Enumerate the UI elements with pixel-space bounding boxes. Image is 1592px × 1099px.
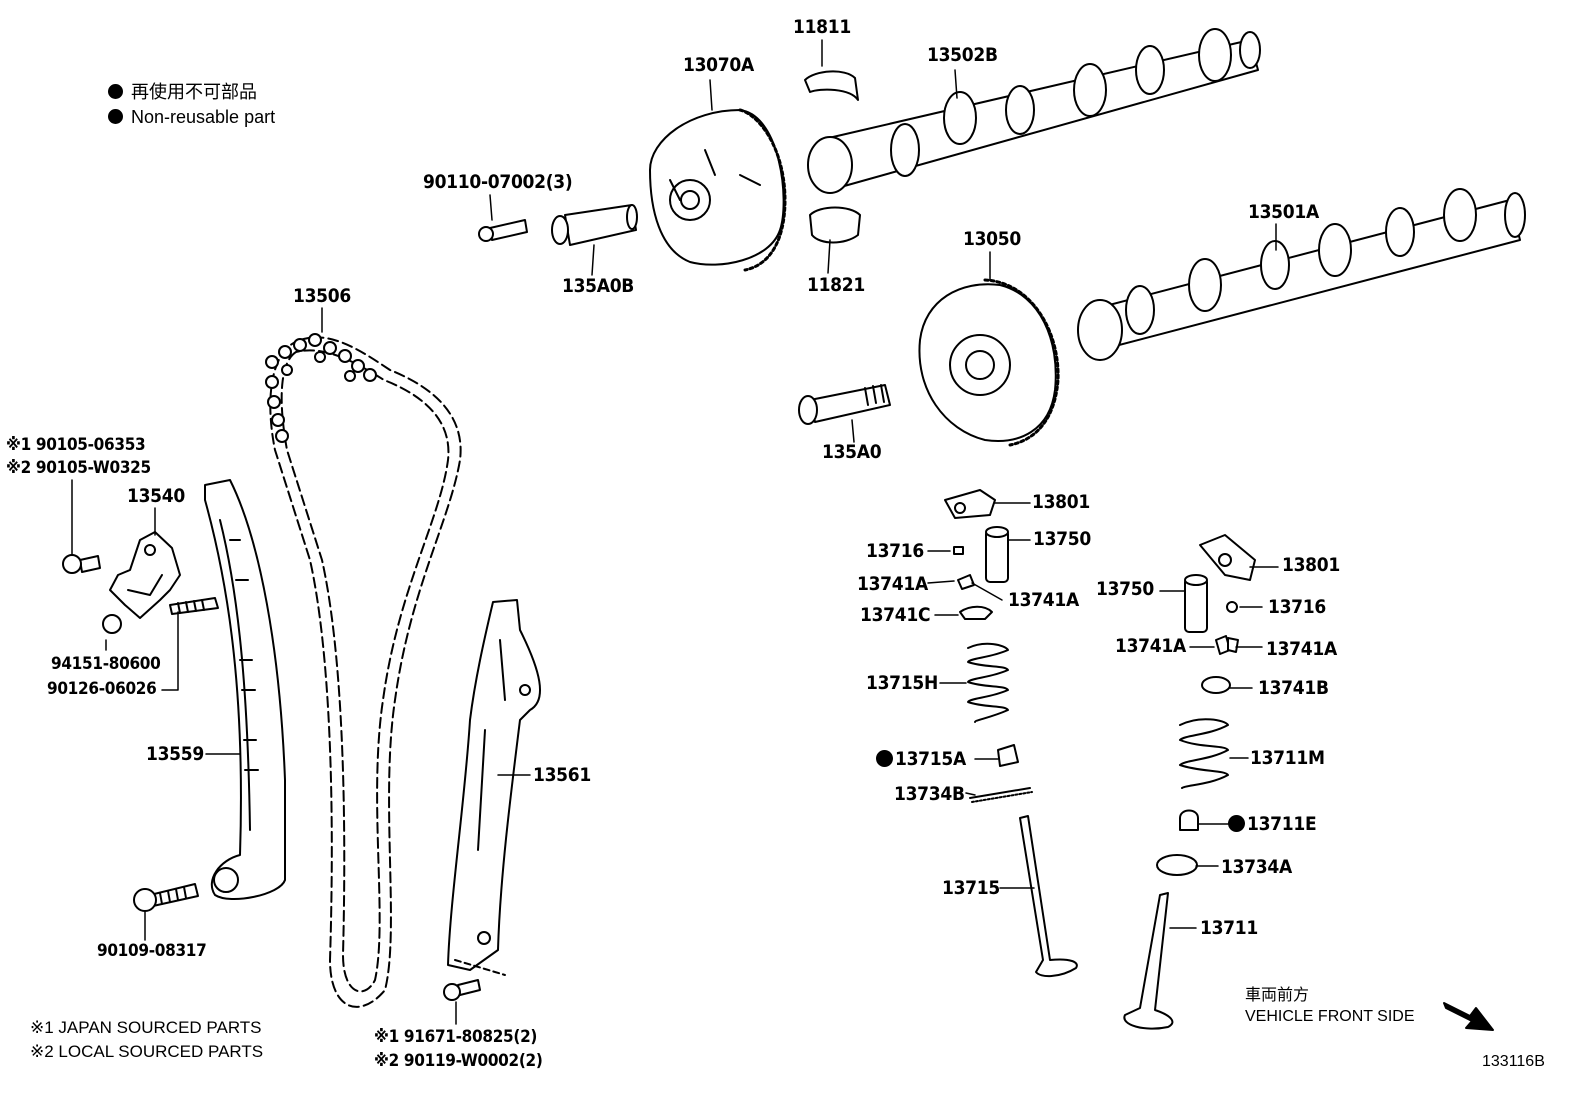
non-reusable-dot-icon [1228, 815, 1245, 832]
label-135A0B[interactable]: 135A0B [562, 275, 635, 297]
label-13741A-1[interactable]: 13741A [857, 573, 928, 595]
label-13050[interactable]: 13050 [963, 228, 1021, 250]
label-13750-right[interactable]: 13750 [1096, 578, 1154, 600]
bolt-90105[interactable] [62, 554, 101, 574]
lash-adjuster-right[interactable] [1184, 574, 1208, 633]
label-13711[interactable]: 13711 [1200, 917, 1258, 939]
label-13801-right[interactable]: 13801 [1282, 554, 1340, 576]
leader-lines [71, 39, 1279, 1025]
legend-en: Non-reusable part [108, 108, 275, 126]
valve-spring-right[interactable] [1179, 718, 1229, 789]
label-13734A[interactable]: 13734A [1221, 856, 1292, 878]
label-90110-07002[interactable]: 90110-07002(3) [423, 171, 573, 193]
front-direction-arrow-icon [1443, 1002, 1494, 1031]
chain-guide[interactable] [447, 599, 542, 976]
nut-94151[interactable] [102, 614, 122, 634]
label-13741A-4[interactable]: 13741A [1266, 638, 1337, 660]
label-90119-W0002[interactable]: ※2 90119-W0002(2) [374, 1051, 543, 1071]
footnote-1: ※1 JAPAN SOURCED PARTS [30, 1018, 262, 1037]
chain-tensioner[interactable] [109, 531, 181, 619]
valve-left[interactable] [1019, 815, 1078, 978]
valve-keeper-left[interactable] [953, 546, 993, 620]
rocker-arm-right[interactable] [1199, 534, 1256, 581]
label-13711E[interactable]: 13711E [1228, 815, 1317, 834]
label-13734B[interactable]: 13734B [894, 783, 965, 805]
legend-jp: 再使用不可部品 [108, 83, 257, 101]
direction-jp: 車両前方 [1245, 987, 1310, 1004]
label-13540[interactable]: 13540 [127, 485, 185, 507]
non-reusable-dot-icon [108, 109, 123, 124]
camshaft-timing-gear-lower[interactable] [918, 278, 1060, 447]
label-13715A[interactable]: 13715A [876, 750, 966, 769]
footnote-2: ※2 LOCAL SOURCED PARTS [30, 1042, 264, 1061]
label-13715H[interactable]: 13715H [866, 672, 938, 694]
label-13741A-2[interactable]: 13741A [1008, 589, 1079, 611]
chain-tensioner-arm[interactable] [204, 479, 286, 901]
label-13501A[interactable]: 13501A [1248, 201, 1319, 223]
label-90105-06353[interactable]: ※1 90105-06353 [6, 435, 146, 455]
camshaft-exhaust[interactable] [807, 28, 1261, 194]
label-13716-right[interactable]: 13716 [1268, 596, 1326, 618]
direction-en: VEHICLE FRONT SIDE [1245, 1008, 1415, 1025]
figure-code: 133116B [1482, 1053, 1545, 1070]
label-13715[interactable]: 13715 [942, 877, 1000, 899]
rocker-arm-left[interactable] [944, 489, 996, 519]
stud-90126[interactable] [169, 597, 219, 615]
label-90126-06026[interactable]: 90126-06026 [47, 679, 157, 699]
timing-chain[interactable] [265, 333, 462, 1008]
oil-control-valve-lower[interactable] [798, 384, 891, 425]
valve-spring-left[interactable] [967, 642, 1009, 723]
label-11811[interactable]: 11811 [793, 16, 851, 38]
camshaft-bearing-upper[interactable] [804, 70, 859, 101]
label-13741B[interactable]: 13741B [1258, 677, 1329, 699]
label-13502B[interactable]: 13502B [927, 44, 998, 66]
label-13801-left[interactable]: 13801 [1032, 491, 1090, 513]
label-11821[interactable]: 11821 [807, 274, 865, 296]
valve-seat-washer-right[interactable] [1156, 854, 1198, 876]
camshaft-timing-gear-upper[interactable] [649, 108, 787, 272]
label-13741A-3[interactable]: 13741A [1115, 635, 1186, 657]
label-13711M[interactable]: 13711M [1250, 747, 1325, 769]
label-13750-left[interactable]: 13750 [1033, 528, 1091, 550]
camshaft-bearing-lower[interactable] [809, 206, 861, 244]
oil-control-valve-upper[interactable] [551, 204, 638, 246]
label-135A0[interactable]: 135A0 [822, 441, 882, 463]
label-13716-left[interactable]: 13716 [866, 540, 924, 562]
bolt-90110[interactable] [478, 219, 528, 242]
label-13561[interactable]: 13561 [533, 764, 591, 786]
label-94151-80600[interactable]: 94151-80600 [51, 654, 161, 674]
valve-seal-right[interactable] [1179, 809, 1199, 831]
non-reusable-dot-icon [108, 84, 123, 99]
label-91671-80825[interactable]: ※1 91671-80825(2) [374, 1027, 538, 1047]
valve-keeper-right[interactable] [1201, 601, 1239, 694]
valve-seat-washer-left[interactable] [969, 787, 1033, 803]
lash-adjuster-left[interactable] [985, 526, 1009, 583]
bolt-91671[interactable] [443, 979, 481, 1001]
label-90105-W0325[interactable]: ※2 90105-W0325 [6, 458, 151, 478]
label-13559[interactable]: 13559 [146, 743, 204, 765]
label-13741C[interactable]: 13741C [860, 604, 931, 626]
bolt-90109[interactable] [133, 883, 199, 912]
label-13506[interactable]: 13506 [293, 285, 351, 307]
non-reusable-dot-icon [876, 750, 893, 767]
label-90109-08317[interactable]: 90109-08317 [97, 941, 207, 961]
label-13070A[interactable]: 13070A [683, 54, 754, 76]
valve-seal-left[interactable] [997, 744, 1019, 767]
camshaft-intake[interactable] [1077, 188, 1526, 361]
valve-right[interactable] [1123, 892, 1174, 1030]
